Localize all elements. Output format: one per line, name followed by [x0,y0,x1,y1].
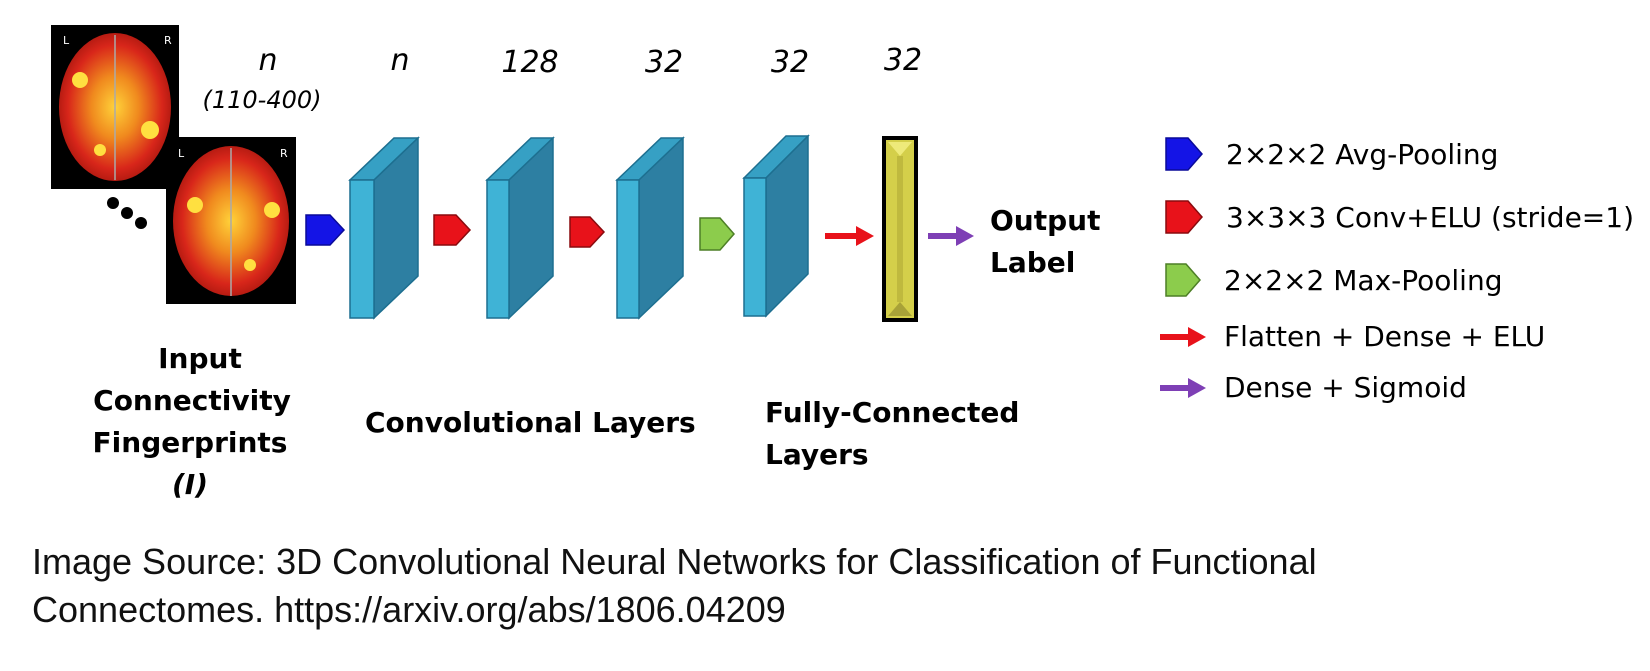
legend-item-sigmoid: Dense + Sigmoid [1160,371,1467,404]
dim-conv1: n [390,43,409,78]
legend-item-avg-pooling: 2×2×2 Avg-Pooling [1165,137,1498,171]
output-label-line2: Label [990,246,1075,279]
ellipsis-dots-icon [107,197,147,229]
fc-label-line1: Fully-Connected [765,396,1019,429]
input-label-line2: Connectivity [93,384,291,417]
avg-pooling-icon [305,214,346,246]
input-label-line4: (I) [172,468,208,501]
brain-left-marker: L [63,34,70,47]
fc-label-line2: Layers [765,438,869,471]
cnn-architecture-diagram: L R L R n (110-400) n 128 32 32 32 [51,25,1634,501]
dim-dense: 32 [884,43,922,78]
legend-text: Dense + Sigmoid [1224,371,1467,404]
legend-text: 2×2×2 Avg-Pooling [1226,138,1498,171]
brain-right-marker: R [164,34,172,47]
output-label-line1: Output [990,204,1100,237]
image-source-caption: Image Source: 3D Convolutional Neural Ne… [32,538,1317,634]
legend-item-max-pooling: 2×2×2 Max-Pooling [1165,263,1502,297]
conv-layer-1 [348,136,420,320]
brain-image-front: L R [166,137,296,304]
max-pooling-icon [699,217,735,251]
conv-layer-2 [485,136,555,320]
legend-item-conv-elu: 3×3×3 Conv+ELU (stride=1) [1165,200,1634,234]
dense-sigmoid-arrow-icon [928,226,974,246]
input-label-line3: Fingerprints [93,426,288,459]
legend-flatten-arrow-icon [1160,327,1206,347]
dim-input-n: n [258,43,277,78]
caption-line-1: Image Source: 3D Convolutional Neural Ne… [32,541,1317,582]
flatten-dense-elu-arrow-icon [825,226,874,246]
legend-text: Flatten + Dense + ELU [1224,320,1545,353]
legend-item-flatten: Flatten + Dense + ELU [1160,320,1545,353]
brain-right-marker: R [280,147,288,160]
legend-text: 2×2×2 Max-Pooling [1224,264,1502,297]
legend-text: 3×3×3 Conv+ELU (stride=1) [1226,201,1634,234]
legend: 2×2×2 Avg-Pooling 3×3×3 Conv+ELU (stride… [1160,137,1634,404]
conv-elu-icon [433,214,472,246]
legend-conv-elu-icon [1165,200,1203,234]
dim-conv2: 128 [501,45,558,80]
conv-layers-label: Convolutional Layers [365,406,696,439]
dim-conv3: 32 [645,45,683,80]
legend-max-pooling-icon [1165,263,1201,297]
conv-elu-icon [569,216,606,248]
conv-layer-3 [615,136,685,320]
legend-avg-pooling-icon [1165,137,1203,171]
dense-layer [882,136,918,322]
dim-input-range: (110-400) [202,86,321,114]
brain-image-back: L R [51,25,179,189]
caption-line-2: Connectomes. https://arxiv.org/abs/1806.… [32,589,786,630]
brain-left-marker: L [178,147,185,160]
dim-conv4: 32 [771,45,809,80]
input-label-line1: Input [158,342,242,375]
conv-layer-4 [742,134,810,318]
legend-sigmoid-arrow-icon [1160,378,1206,398]
